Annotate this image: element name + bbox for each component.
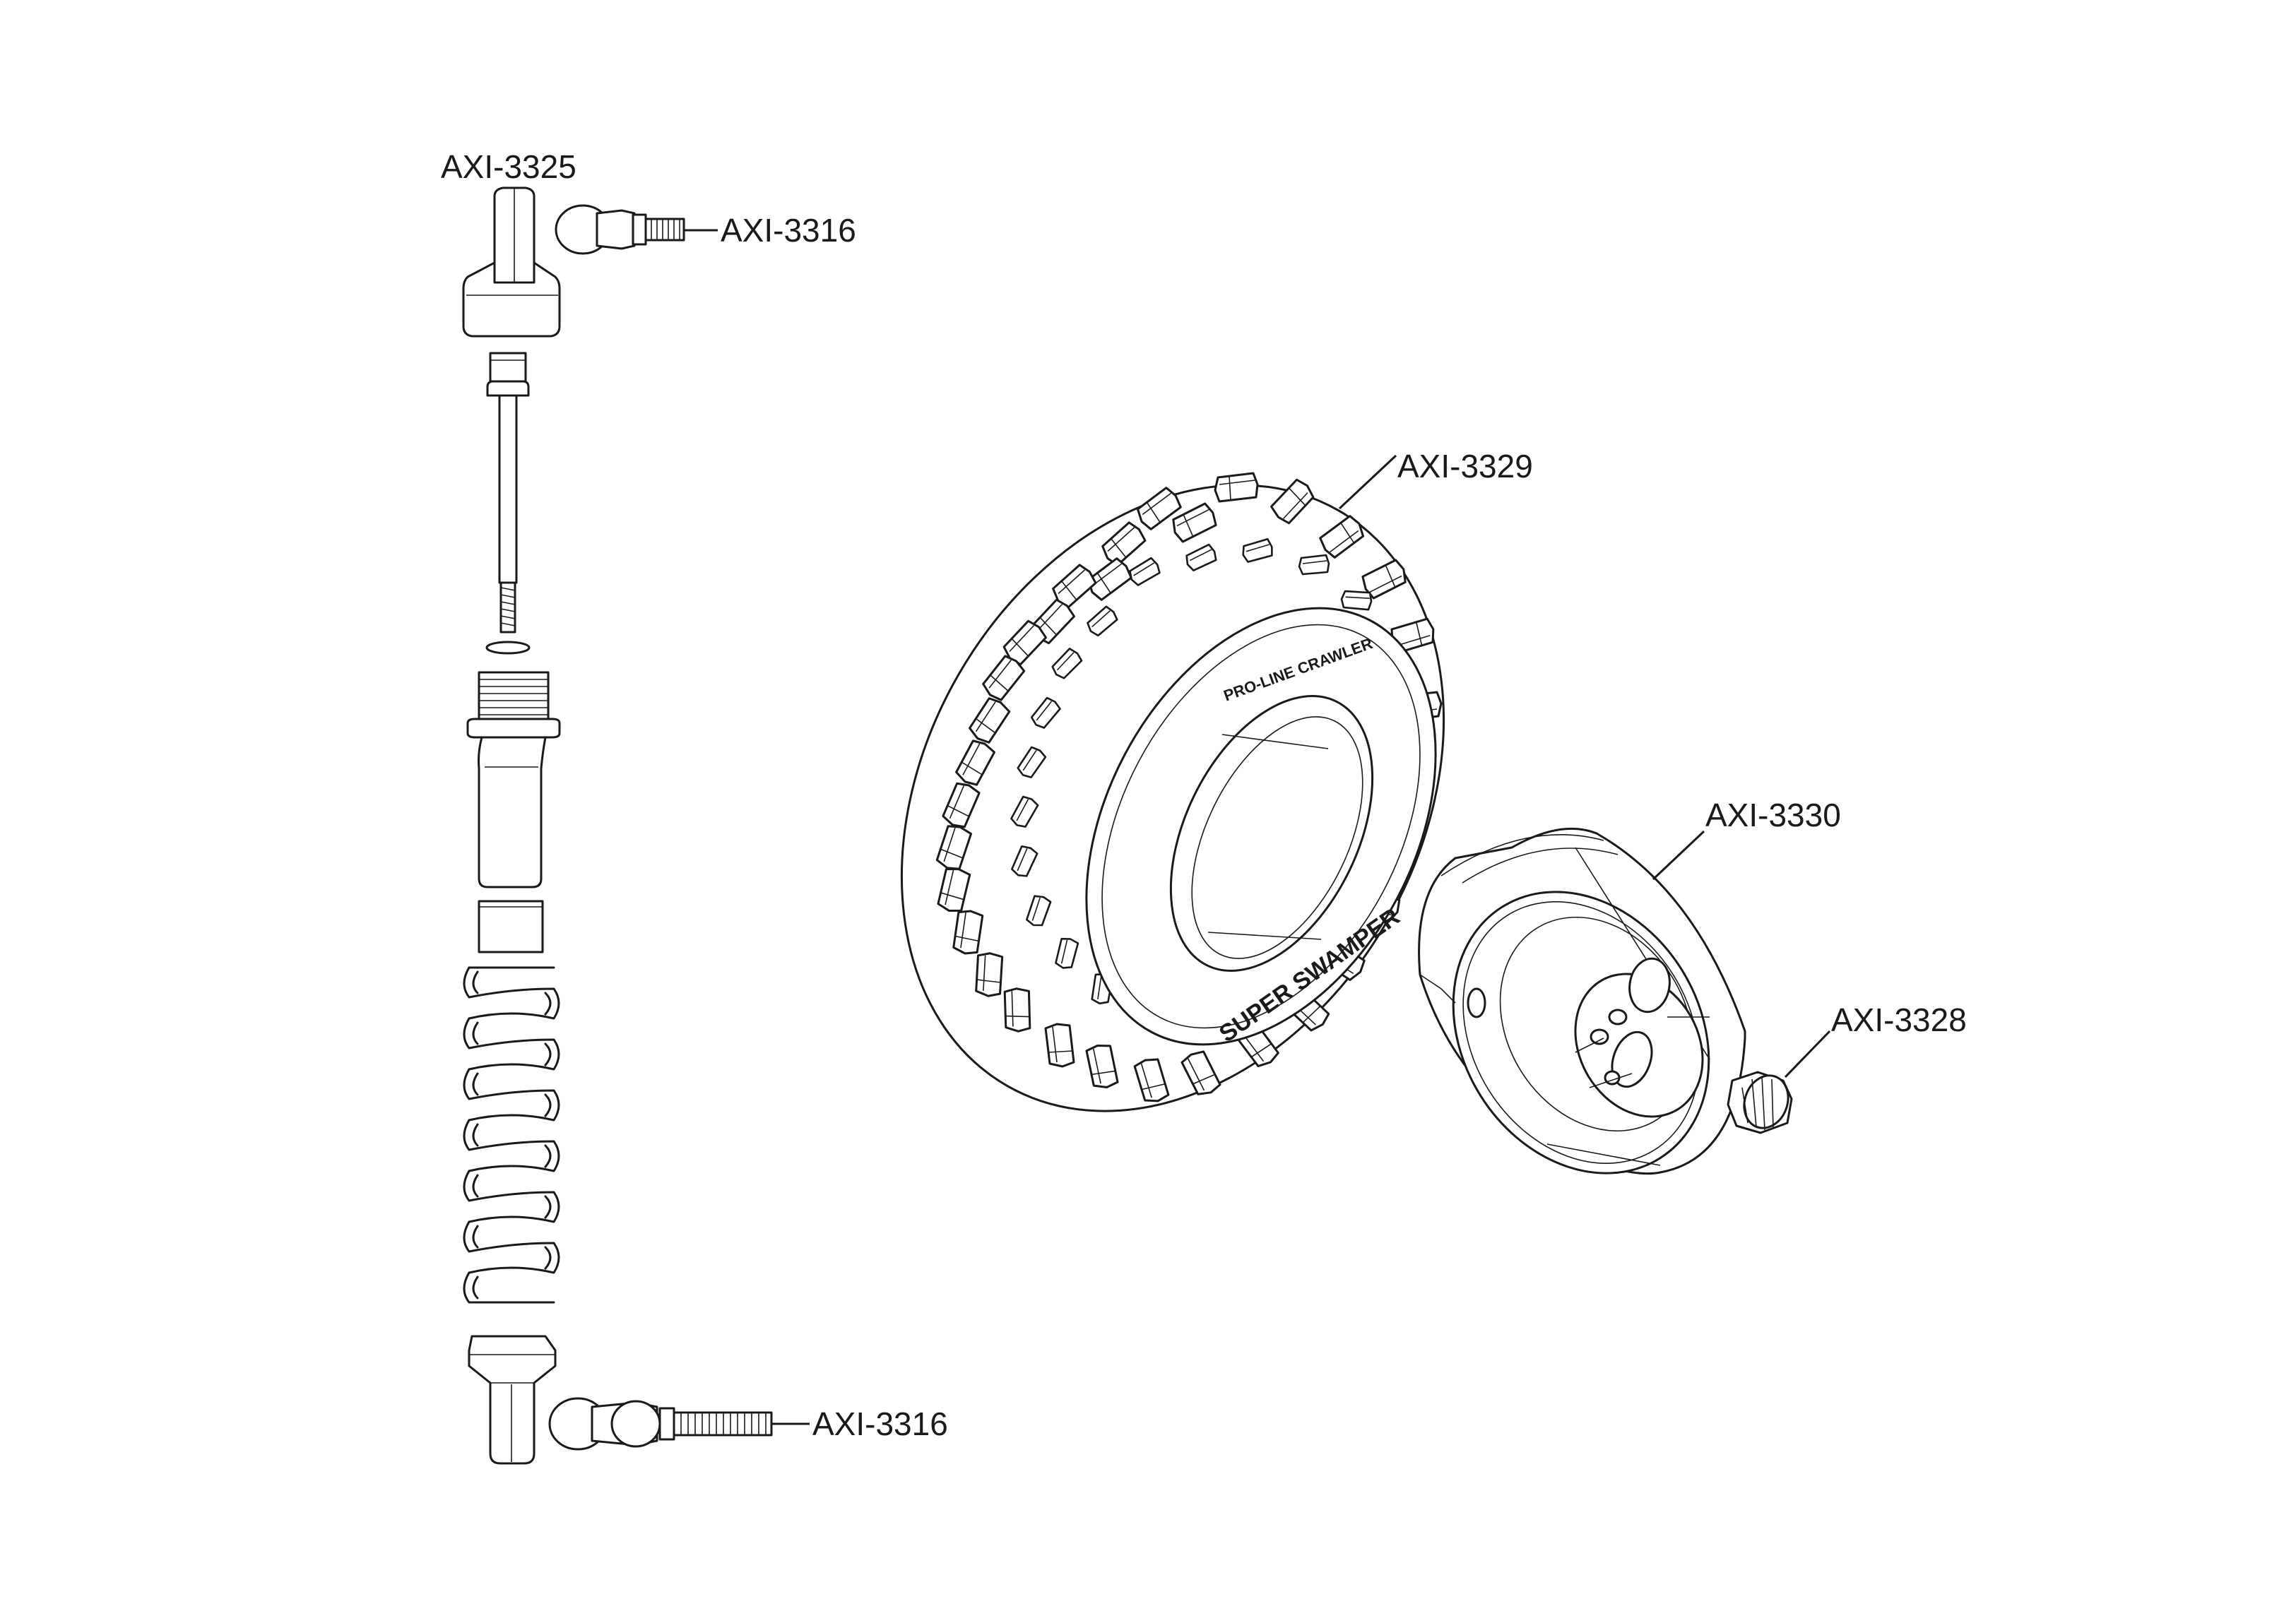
label-axi-3329: AXI-3329 [1397, 448, 1533, 484]
label-axi-3325: AXI-3325 [441, 148, 576, 185]
shock-body [466, 671, 561, 888]
shock-shaft-cap [489, 352, 527, 383]
shock-spring [463, 966, 560, 1304]
ball-stud-top [555, 204, 685, 255]
label-axi-3316-bottom: AXI-3316 [812, 1405, 948, 1442]
spring-spacer [478, 900, 544, 953]
tire: PRO-LINE CRAWLER SUPER SWAMPER [900, 472, 1445, 1112]
shock-o-ring [485, 641, 531, 655]
shock-end-top [462, 186, 561, 338]
ball-stud-bottom [548, 1397, 773, 1451]
label-axi-3316-top: AXI-3316 [721, 212, 856, 249]
label-axi-3330: AXI-3330 [1705, 797, 1841, 833]
shock-end-bottom [468, 1335, 557, 1465]
label-axi-3328: AXI-3328 [1831, 1001, 1967, 1038]
callout-leaders [684, 229, 1831, 1425]
wheel [1418, 827, 1746, 1175]
shock-shaft [486, 380, 530, 634]
hex-hub [1727, 1071, 1793, 1134]
shock-assembly [462, 186, 773, 1465]
